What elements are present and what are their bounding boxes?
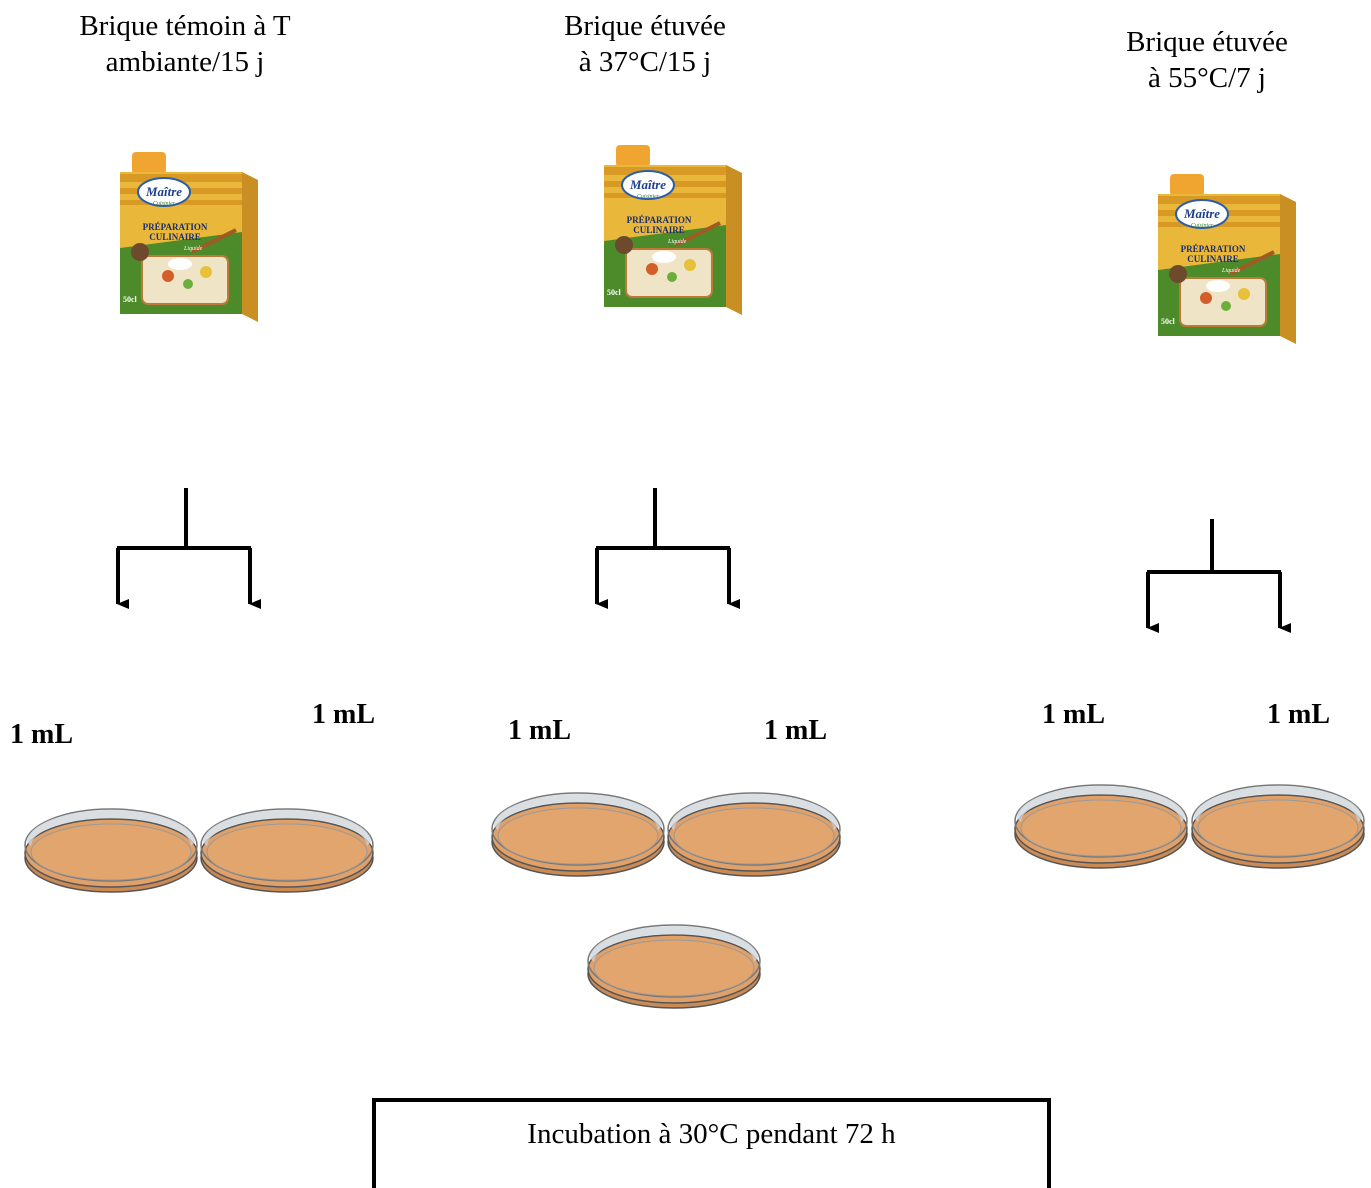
carton-product-line1: PRÉPARATION xyxy=(1181,244,1246,254)
petri-dish xyxy=(1190,782,1366,877)
carton-brand: Maître xyxy=(1183,206,1220,221)
caption-55c-line1: Brique étuvée xyxy=(1126,26,1288,58)
carton-brand-sub: Cuisinier xyxy=(637,194,660,200)
carton-brand-sub: Cuisinier xyxy=(153,201,176,207)
split-arrow-55c xyxy=(1146,519,1291,633)
caption-control: Brique témoin à T ambiante/15 j xyxy=(40,8,330,80)
carton-brand: Maître xyxy=(145,184,182,199)
caption-55c-line2: à 55°C/7 j xyxy=(1148,62,1266,94)
carton-brand-sub: Cuisinier xyxy=(1191,223,1214,229)
volume-label: 1 mL xyxy=(10,719,73,750)
carton-product-line2: CULINAIRE xyxy=(1187,254,1239,264)
carton-volume: 50cl xyxy=(607,288,622,297)
petri-dish xyxy=(490,790,666,885)
carton-badge: Liquide xyxy=(1221,268,1241,274)
caption-control-line2: ambiante/15 j xyxy=(105,46,265,78)
carton-product-line2: CULINAIRE xyxy=(633,225,685,235)
carton-product-line2: CULINAIRE xyxy=(149,232,201,242)
caption-control-line1: Brique témoin à T xyxy=(79,10,291,42)
caption-37c-line1: Brique étuvée xyxy=(564,10,726,42)
carton-55c: Maître Cuisinier PRÉPARATION CULINAIRE L… xyxy=(1150,174,1298,350)
petri-dish xyxy=(199,806,375,901)
carton-product-line1: PRÉPARATION xyxy=(143,222,208,232)
volume-label: 1 mL xyxy=(764,715,827,746)
incubation-box: Incubation à 30°C pendant 72 h xyxy=(372,1098,1051,1188)
petri-dish xyxy=(1013,782,1189,877)
volume-label: 1 mL xyxy=(312,699,375,730)
carton-badge: Liquide xyxy=(667,239,687,245)
carton-brand: Maître xyxy=(629,177,666,192)
volume-label: 1 mL xyxy=(1042,699,1105,730)
split-arrow-control xyxy=(116,488,261,609)
volume-label: 1 mL xyxy=(1267,699,1330,730)
petri-dish xyxy=(586,922,762,1017)
carton-badge: Liquide xyxy=(183,246,203,252)
carton-37c: Maître Cuisinier PRÉPARATION CULINAIRE L… xyxy=(596,145,744,321)
split-arrow-37c xyxy=(595,488,740,609)
volume-label: 1 mL xyxy=(508,715,571,746)
carton-control: Maître Cuisinier PRÉPARATION CULINAIRE L… xyxy=(112,152,260,328)
petri-dish xyxy=(23,806,199,901)
carton-product-line1: PRÉPARATION xyxy=(627,215,692,225)
incubation-label: Incubation à 30°C pendant 72 h xyxy=(527,1118,896,1150)
caption-37c-line2: à 37°C/15 j xyxy=(578,46,712,78)
carton-volume: 50cl xyxy=(123,295,138,304)
carton-volume: 50cl xyxy=(1161,317,1176,326)
petri-dish xyxy=(666,790,842,885)
caption-37c: Brique étuvée à 37°C/15 j xyxy=(500,8,790,80)
caption-55c: Brique étuvée à 55°C/7 j xyxy=(1062,24,1352,96)
